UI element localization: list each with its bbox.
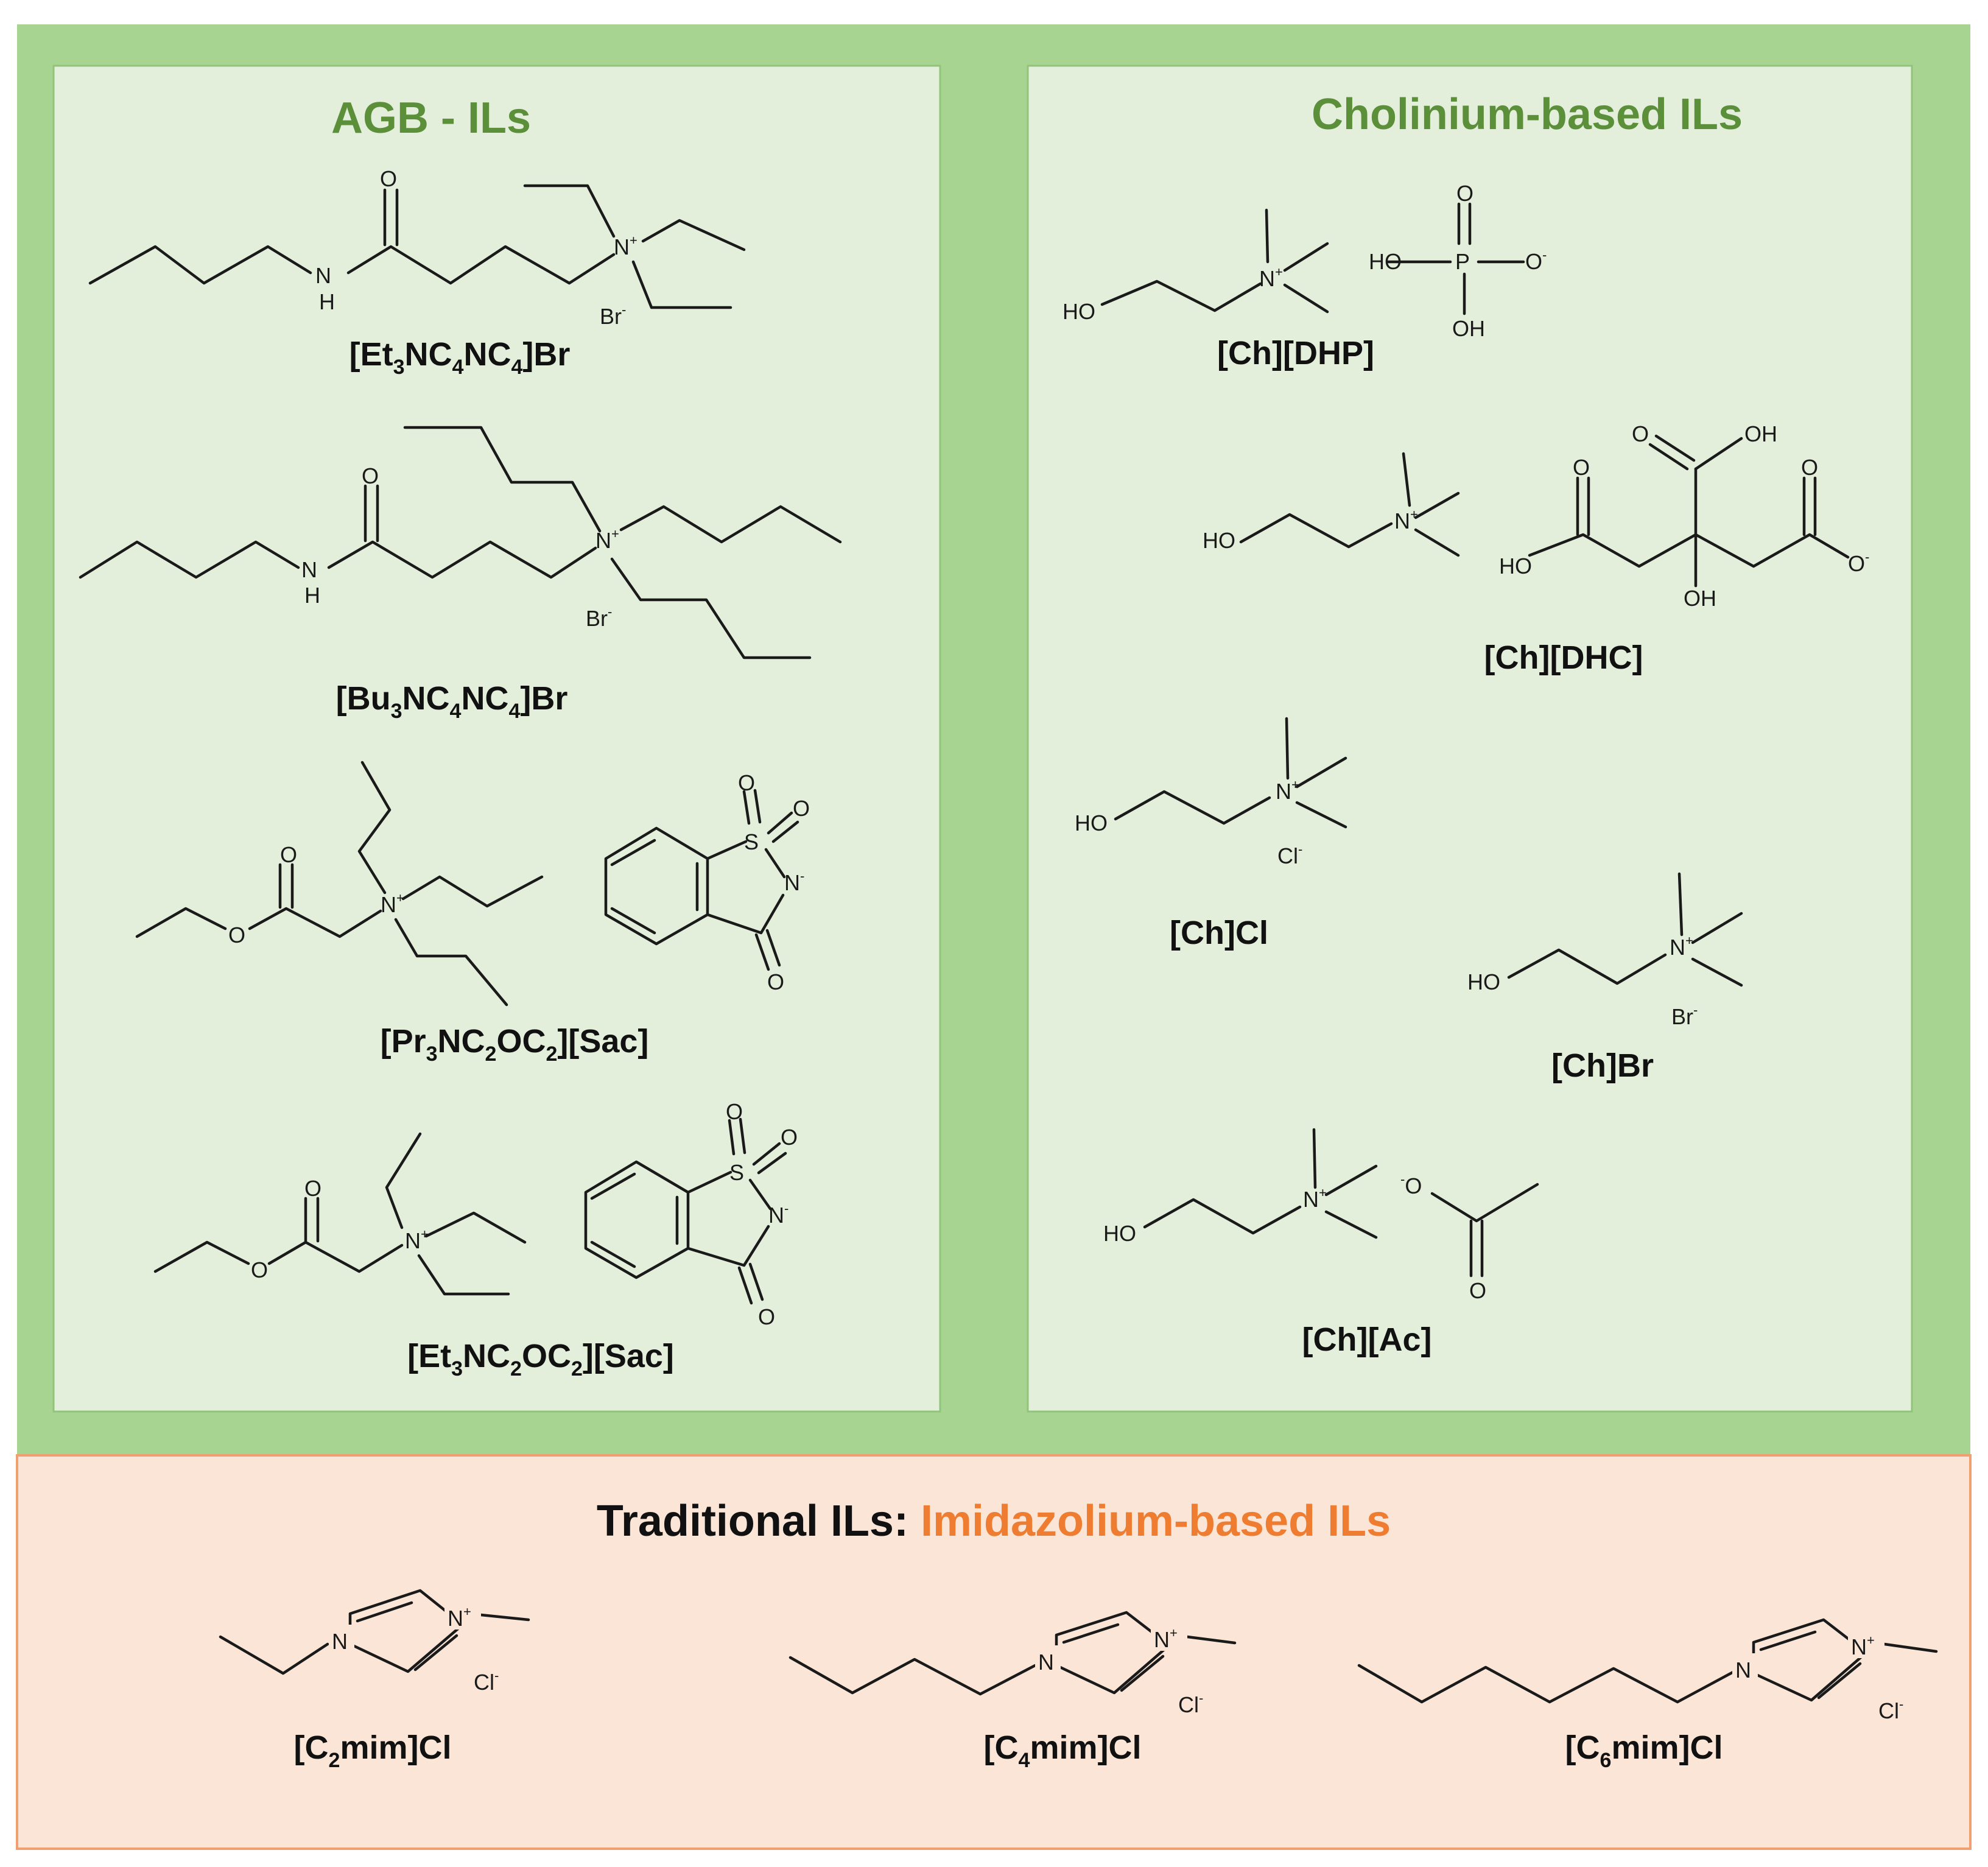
atom-oh: OH	[1744, 421, 1777, 446]
structure-ch5: HO N+ -O O	[1103, 1128, 1539, 1303]
atom-o: O	[758, 1304, 775, 1329]
structure-im1: N N+ Cl-	[219, 1589, 530, 1695]
caption-ch2: [Ch][DHC]	[1484, 639, 1643, 676]
atom-n-cation: N+	[381, 890, 404, 917]
atom-n: N	[1038, 1650, 1054, 1675]
atom-oh: OH	[1452, 316, 1485, 341]
caption-agb3: [Pr3NC2OC2][Sac]	[381, 1023, 649, 1066]
structure-im2: N N+ Cl-	[789, 1611, 1237, 1717]
atom-n-cation: N+	[1303, 1185, 1327, 1212]
atom-s: S	[744, 829, 759, 854]
atom-o: O	[380, 166, 397, 191]
atom-n: N	[315, 263, 331, 288]
atom-o: O	[726, 1099, 743, 1124]
atom-br-anion: Br-	[1671, 1002, 1698, 1029]
atom-ho: HO	[1499, 554, 1532, 578]
caption-ch5: [Ch][Ac]	[1302, 1321, 1432, 1358]
atom-p: P	[1455, 249, 1470, 274]
caption-agb4: [Et3NC2OC2][Sac]	[407, 1338, 674, 1380]
atom-n-cation: N+	[1851, 1633, 1875, 1659]
agb-panel	[52, 65, 941, 1413]
atom-ho: HO	[1075, 810, 1108, 835]
caption-im2: [C4mim]Cl	[984, 1729, 1142, 1772]
caption-agb1: [Et3NC4NC4]Br	[349, 336, 571, 379]
atom-o-anion: O-	[1525, 247, 1547, 274]
caption-ch4: [Ch]Br	[1551, 1047, 1654, 1084]
atom-o: O	[1573, 455, 1590, 480]
structure-ch4: HO N+ Br-	[1467, 872, 1743, 1029]
atom-n-cation: N+	[448, 1604, 471, 1631]
atom-ho: HO	[1062, 299, 1095, 324]
atom-o: O	[304, 1176, 321, 1201]
atom-o-anion: -O	[1400, 1172, 1422, 1198]
atom-ho: HO	[1467, 969, 1500, 994]
atom-cl-anion: Cl-	[474, 1668, 499, 1695]
atom-br-anion: Br-	[600, 302, 626, 329]
atom-n: N	[301, 557, 317, 582]
structure-ch3: HO N+ Cl-	[1075, 717, 1347, 868]
structure-agb1: O N H N+ Br-	[88, 166, 746, 329]
atom-n-cation: N+	[1670, 933, 1693, 960]
atom-cl-anion: Cl-	[1178, 1690, 1203, 1717]
agb-panel-title: AGB - ILs	[331, 94, 531, 142]
atom-n-cation: N+	[1276, 777, 1299, 804]
caption-im3: [C6mim]Cl	[1565, 1729, 1723, 1772]
traditional-panel-title: Traditional ILs: Imidazolium-based ILs	[597, 1497, 1391, 1545]
atom-o: O	[362, 463, 379, 488]
atom-n: N	[332, 1629, 348, 1654]
atom-oh: OH	[1684, 586, 1716, 611]
traditional-title-suffix: Imidazolium-based ILs	[921, 1497, 1391, 1545]
atom-o: O	[1801, 455, 1818, 480]
atom-ho: HO	[1203, 528, 1235, 553]
atom-o: O	[738, 770, 755, 795]
structure-im3: N N+ Cl-	[1357, 1618, 1938, 1723]
atom-br-anion: Br-	[586, 604, 612, 631]
atom-n-cation: N+	[595, 526, 619, 553]
atom-o: O	[1632, 421, 1649, 446]
caption-im1: [C2mim]Cl	[294, 1729, 452, 1772]
atom-n-cation: N+	[1154, 1625, 1178, 1652]
atom-n-cation: N+	[1259, 264, 1283, 291]
atom-o: O	[251, 1257, 268, 1282]
atom-ho: HO	[1369, 249, 1402, 274]
structure-ch2: HO N+ HO O O OH OH O O-	[1203, 421, 1869, 611]
atom-n-anion: N-	[784, 868, 804, 895]
atom-n: N	[1735, 1658, 1751, 1682]
atom-o: O	[1456, 181, 1473, 206]
traditional-title-prefix: Traditional ILs:	[597, 1497, 908, 1545]
structure-ch1: HO N+ HO P O O- OH	[1062, 181, 1547, 341]
atom-o: O	[228, 923, 245, 948]
atom-n-anion: N-	[768, 1201, 789, 1228]
atom-n-cation: N+	[405, 1226, 429, 1253]
atom-o: O	[767, 969, 784, 994]
atom-h: H	[304, 583, 320, 608]
atom-o: O	[280, 842, 297, 867]
atom-o: O	[793, 796, 810, 821]
structure-agb4: O O N+ S O O N- O	[153, 1099, 798, 1329]
atom-n-cation: N+	[614, 233, 637, 259]
atom-ho: HO	[1103, 1221, 1136, 1246]
atom-o: O	[1469, 1278, 1486, 1303]
atom-cl-anion: Cl-	[1277, 842, 1302, 868]
structure-agb3: O O N+ S O O N- O	[135, 761, 810, 1007]
atom-h: H	[319, 289, 335, 314]
caption-ch1: [Ch][DHP]	[1217, 335, 1374, 371]
atom-o-anion: O-	[1848, 549, 1869, 576]
atom-cl-anion: Cl-	[1878, 1696, 1903, 1723]
caption-ch3: [Ch]Cl	[1170, 915, 1268, 951]
caption-agb2: [Bu3NC4NC4]Br	[336, 680, 568, 723]
structure-agb2: O N H N+ Br-	[79, 426, 842, 659]
atom-n-cation: N+	[1394, 507, 1418, 533]
atom-s: S	[729, 1160, 744, 1185]
cholinium-panel-title: Cholinium-based ILs	[1312, 90, 1743, 139]
atom-o: O	[781, 1125, 798, 1150]
